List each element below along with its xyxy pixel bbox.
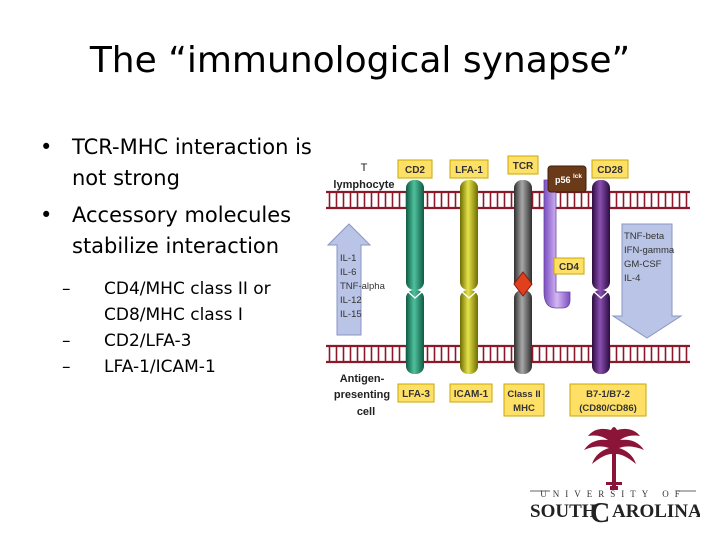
bullet-line: stabilize interaction — [72, 234, 280, 258]
cytokine-label: IL-4 — [624, 273, 640, 284]
b7-label: (CD80/CD86) — [579, 403, 637, 414]
dash-icon: – — [62, 279, 71, 299]
antigen-peptide-icon — [513, 271, 533, 297]
lfa1-label: LFA-1 — [455, 165, 483, 176]
apc-label: presenting — [334, 389, 390, 401]
apc-membrane — [326, 344, 690, 364]
apc-label: Antigen- — [340, 373, 385, 385]
left-cytokine-arrow: IL-1 IL-6 TNF-alpha IL-12 IL-15 — [326, 223, 386, 336]
bullet-list: • TCR-MHC interaction is not strong • Ac… — [38, 132, 348, 380]
top-label-lfa1: LFA-1 — [449, 159, 489, 179]
logo-name-south: SOUTH — [530, 501, 597, 522]
sub-bullet-item: – LFA-1/ICAM-1 — [38, 354, 348, 380]
cytokine-label: IFN-gamma — [624, 245, 675, 256]
cytokine-label: IL-1 — [340, 253, 356, 264]
p56lck-kinase: p56 lck — [547, 165, 587, 193]
kinase-label: p56 — [555, 175, 571, 185]
bullet-line: TCR-MHC interaction is — [72, 135, 312, 159]
t-lymphocyte-label: T — [361, 162, 368, 174]
t-lymphocyte-label: lymphocyte — [333, 179, 394, 191]
slide-title: The “immunological synapse” — [89, 40, 631, 81]
sub-bullet-line: LFA-1/ICAM-1 — [104, 357, 216, 377]
bottom-label-lfa3: LFA-3 — [397, 383, 435, 403]
cd28-label: CD28 — [597, 165, 623, 176]
cytokine-label: TNF-beta — [624, 231, 665, 242]
logo-name-c: C — [590, 498, 610, 524]
cd4-molecule — [543, 179, 571, 309]
sub-bullet-item: – CD2/LFA-3 — [38, 328, 348, 354]
bullet-line: Accessory molecules — [72, 203, 292, 227]
top-label-tcr: TCR — [507, 155, 539, 175]
kinase-superscript: lck — [573, 173, 582, 180]
bottom-label-b7: B7-1/B7-2 (CD80/CD86) — [569, 383, 647, 417]
sub-bullet-line: CD8/MHC class I — [104, 305, 243, 325]
bottom-label-class2-mhc: Class II MHC — [503, 383, 545, 417]
bullet-dot-icon: • — [40, 135, 53, 159]
top-label-cd28: CD28 — [591, 159, 629, 179]
apc-label: cell — [357, 406, 375, 418]
bullet-item: • Accessory molecules stabilize interact… — [38, 200, 348, 262]
sub-bullet-line: CD2/LFA-3 — [104, 331, 192, 351]
logo-name-arolina: AROLINA — [612, 501, 700, 522]
cd2-lfa3-pair — [405, 180, 425, 374]
sub-bullet-line: CD4/MHC class II or — [104, 279, 271, 299]
lfa1-icam1-pair — [459, 180, 479, 374]
bottom-label-icam1: ICAM-1 — [449, 383, 493, 403]
label-cd4: CD4 — [553, 257, 585, 275]
b7-label: B7-1/B7-2 — [586, 389, 630, 400]
palmetto-tree-icon — [584, 427, 644, 490]
sub-bullet-item: – CD4/MHC class II or CD8/MHC class I — [38, 276, 348, 328]
cd28-b7-pair — [591, 180, 611, 374]
bullet-dot-icon: • — [40, 203, 53, 227]
cytokine-label: IL-12 — [340, 295, 362, 306]
cytokine-label: IL-15 — [340, 309, 362, 320]
cytokine-label: IL-6 — [340, 267, 356, 278]
cd4-label: CD4 — [559, 262, 579, 273]
bullet-item: • TCR-MHC interaction is not strong — [38, 132, 348, 194]
top-label-cd2: CD2 — [397, 159, 433, 179]
dash-icon: – — [62, 331, 71, 351]
synapse-diagram: T lymphocyte Antigen- presenting cell IL… — [326, 155, 690, 418]
tcr-label: TCR — [513, 161, 534, 172]
dash-icon: – — [62, 357, 71, 377]
class2-label: MHC — [513, 403, 535, 414]
tcr-mhc-pair — [513, 180, 533, 374]
icam1-label: ICAM-1 — [454, 389, 489, 400]
logo-university-text: UNIVERSITY OF — [540, 489, 685, 499]
cd2-label: CD2 — [405, 165, 425, 176]
lfa3-label: LFA-3 — [402, 389, 430, 400]
cytokine-label: TNF-alpha — [340, 281, 386, 292]
class2-label: Class II — [507, 389, 540, 400]
right-cytokine-arrow: TNF-beta IFN-gamma GM-CSF IL-4 — [611, 223, 683, 339]
bullet-line: not strong — [72, 166, 180, 190]
cytokine-label: GM-CSF — [624, 259, 662, 270]
usc-logo: UNIVERSITY OF SOUTH C AROLINA — [530, 427, 700, 524]
t-cell-membrane — [326, 190, 690, 210]
